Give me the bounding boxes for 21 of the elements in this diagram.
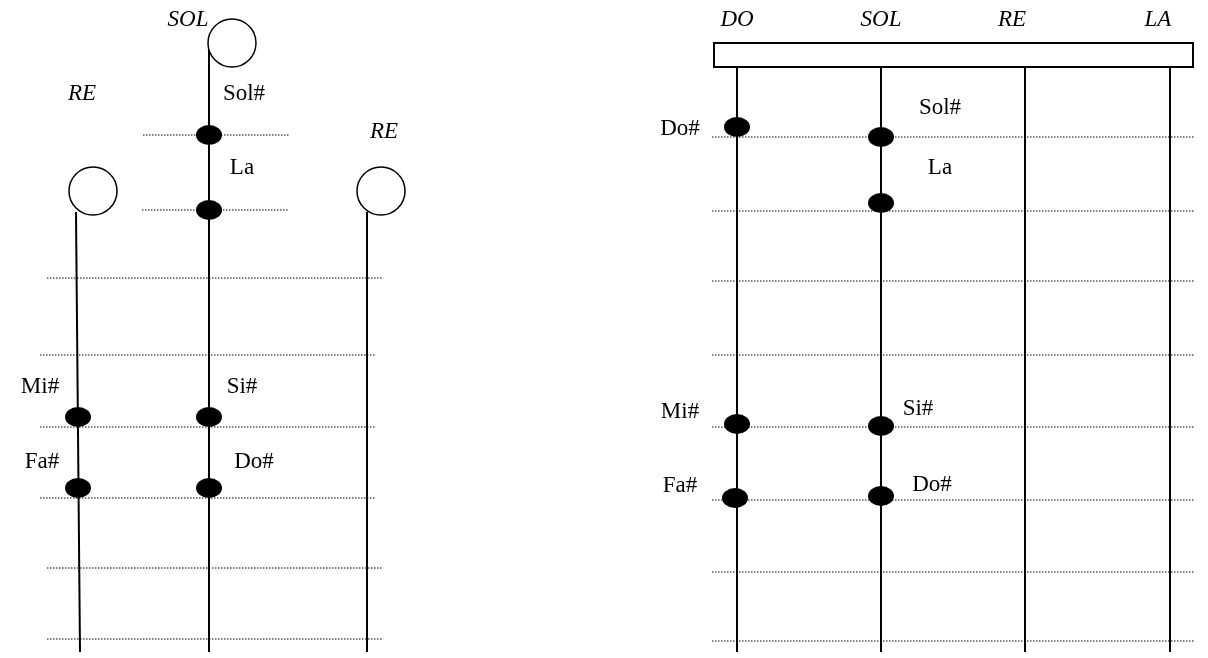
string-name: RE <box>369 118 399 142</box>
note-label: Sol# <box>222 80 266 104</box>
note-label: Do# <box>660 115 700 139</box>
string-name: LA <box>1144 6 1172 30</box>
note-label: Si# <box>226 373 258 397</box>
note-label: Sol# <box>918 94 962 118</box>
note-label: Do# <box>234 448 274 472</box>
note-label: La <box>229 154 255 178</box>
note-label: Fa# <box>24 448 60 472</box>
note-label: La <box>927 154 953 178</box>
note-label: Mi# <box>660 398 700 422</box>
string-name: RE <box>997 6 1027 30</box>
string-name: DO <box>720 6 754 30</box>
note-label: Si# <box>902 395 934 419</box>
note-label: Do# <box>912 471 952 495</box>
nut-bar <box>713 42 1194 68</box>
string-name: SOL <box>167 6 209 30</box>
string-name: SOL <box>860 6 902 30</box>
note-label: Fa# <box>662 472 698 496</box>
note-label: Mi# <box>20 373 60 397</box>
string-name: RE <box>67 80 97 104</box>
